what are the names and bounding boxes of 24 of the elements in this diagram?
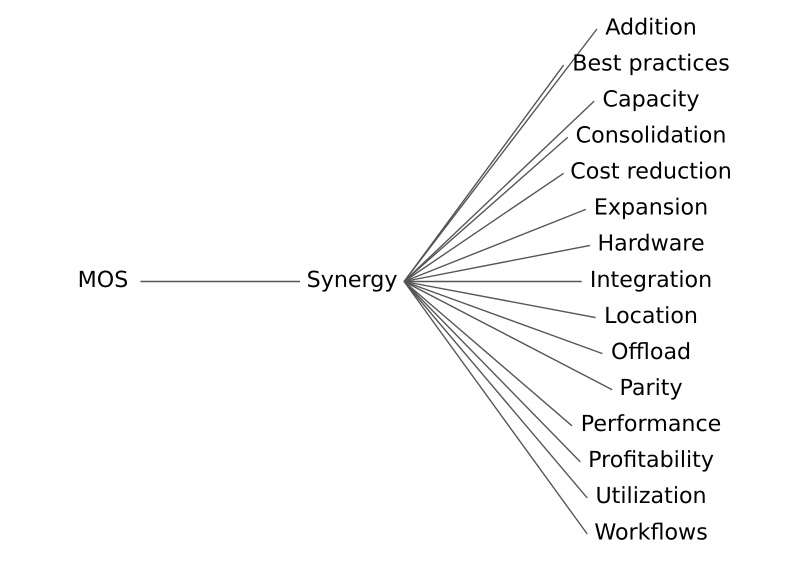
node-text: Workflows [594, 519, 708, 546]
node-text: Performance [580, 411, 721, 438]
node-text: Location [604, 302, 698, 329]
node-text: Consolidation [575, 122, 726, 148]
node-text: MOS [77, 266, 128, 293]
connector [403, 172, 564, 282]
node-text: Offload [610, 338, 691, 365]
node-text: Capacity [602, 86, 700, 112]
node-text: Profitability [588, 447, 714, 474]
node-text: Hardware [596, 230, 704, 257]
node-text: Synergy [306, 266, 397, 293]
connector [403, 28, 597, 282]
node-text: Parity [618, 374, 682, 401]
node-text: Utilization [594, 483, 706, 510]
connector [403, 136, 568, 282]
connector [403, 281, 580, 462]
node-text: Cost reduction [570, 158, 732, 185]
connector [403, 64, 564, 282]
node-text: Best practices [572, 50, 730, 76]
node-text: Expansion [593, 194, 708, 221]
connector [140, 280, 300, 282]
node-text: Integration [589, 266, 712, 293]
node-text: Addition [604, 14, 696, 40]
connector [403, 100, 594, 282]
